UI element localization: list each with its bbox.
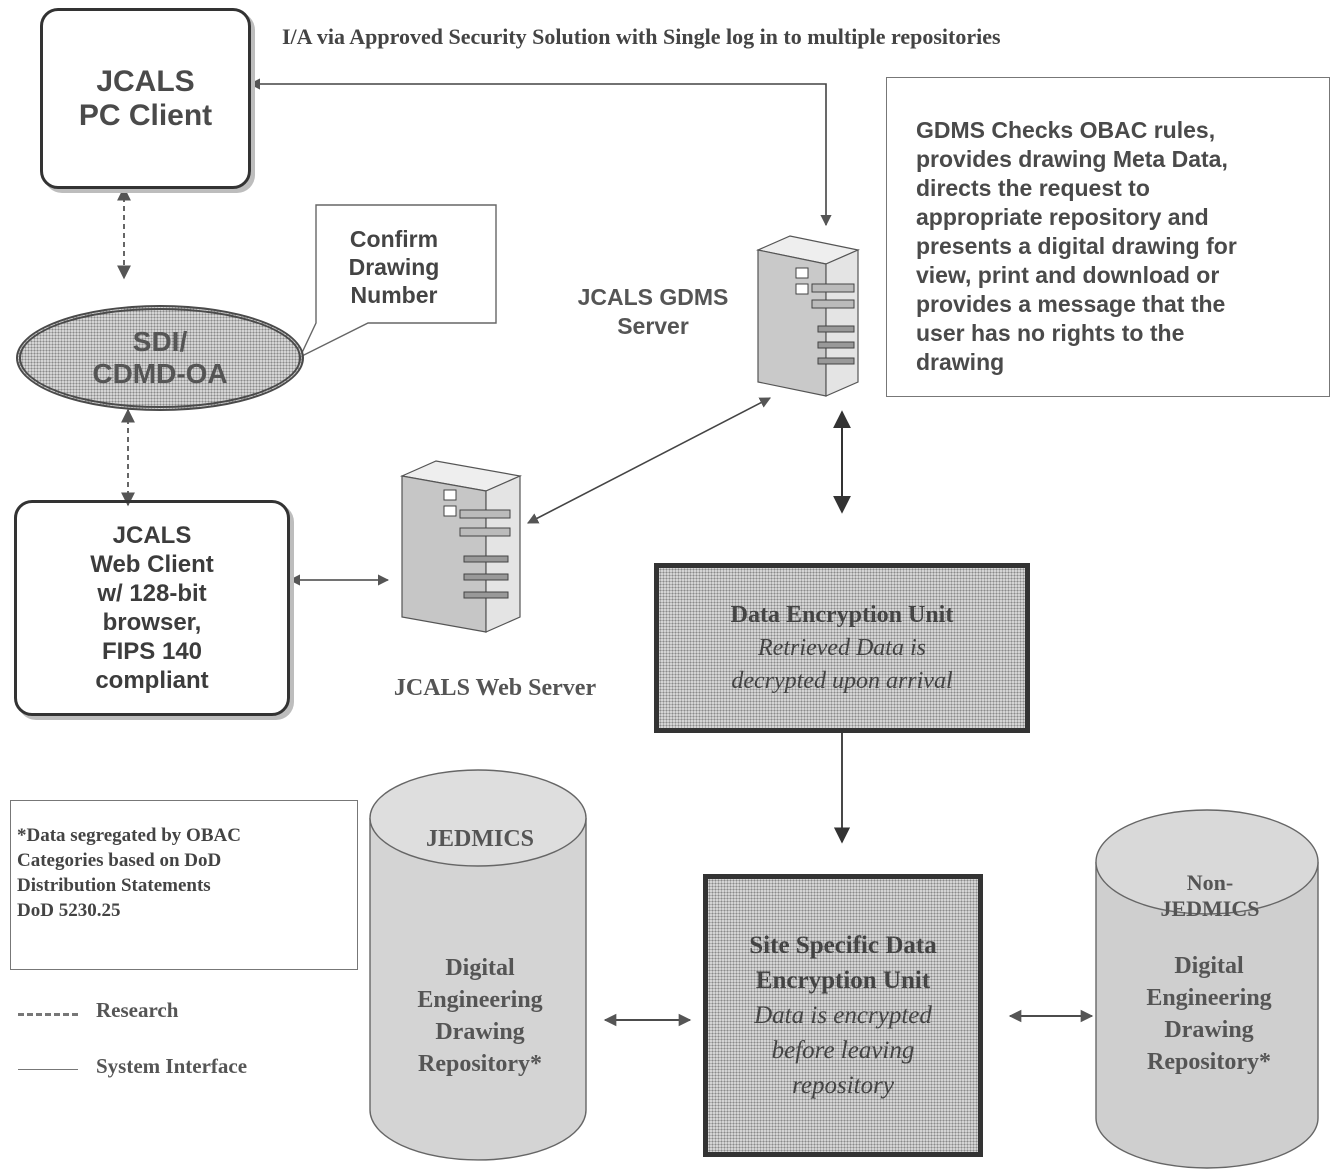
- obac-note: *Data segregated by OBAC Categories base…: [10, 800, 358, 970]
- pc-client-line-2: PC Client: [78, 98, 213, 132]
- jedmics-title: JEDMICS: [425, 826, 534, 852]
- legend-system-row: System Interface: [14, 1054, 334, 1084]
- data-encryption-unit: Data Encryption Unit Retrieved Data is d…: [654, 563, 1030, 733]
- sso-link: [248, 78, 832, 227]
- gdms-server-icon: [756, 235, 860, 397]
- callout-line-1: Confirm: [349, 226, 439, 252]
- callout-line-3: Number: [350, 282, 438, 308]
- obac-note-line-1: *Data segregated by OBAC: [17, 825, 241, 846]
- gdms-note-line-3: directs the request to: [916, 175, 1150, 201]
- callout-text: Confirm Drawing Number: [318, 225, 470, 309]
- web-client-line-6: compliant: [95, 667, 209, 694]
- top-label: I/A via Approved Security Solution with …: [282, 24, 1001, 49]
- non-jedmics-body-line-4: Repository*: [1147, 1049, 1271, 1075]
- gdms-note: GDMS Checks OBAC rules, provides drawing…: [886, 77, 1330, 397]
- non-jedmics-body-line-1: Digital: [1174, 953, 1244, 979]
- sdi-line-1: SDI/: [132, 326, 188, 357]
- non-jedmics-cylinder: [1095, 809, 1319, 1169]
- gdms-server-label-line-2: Server: [617, 313, 689, 339]
- web-client-node: JCALS Web Client w/ 128-bit browser, FIP…: [14, 500, 290, 716]
- jedmics-body-line-4: Repository*: [418, 1051, 542, 1077]
- site-unit-desc-3: repository: [792, 1072, 894, 1099]
- site-encryption-unit: Site Specific Data Encryption Unit Data …: [703, 874, 983, 1157]
- jedmics-body-line-3: Drawing: [435, 1019, 525, 1045]
- gdms-note-line-7: provides a message that the: [916, 291, 1226, 317]
- pc-client-node: JCALS PC Client: [40, 8, 251, 189]
- non-jedmics-title: Non- JEDMICS: [1100, 870, 1320, 922]
- non-jedmics-body-line-2: Engineering: [1146, 985, 1272, 1011]
- site-unit-desc-2: before leaving: [771, 1037, 915, 1064]
- callout-line-2: Drawing: [348, 254, 440, 280]
- gdms-note-line-9: drawing: [916, 349, 1005, 375]
- obac-note-line-4: DoD 5230.25: [17, 900, 121, 921]
- web-server-icon: [399, 460, 523, 633]
- obac-note-line-2: Categories based on DoD: [17, 850, 222, 871]
- site-unit-desc-1: Data is encrypted: [754, 1002, 932, 1029]
- encryption-unit-desc-1: Retrieved Data is: [758, 634, 926, 661]
- non-jedmics-title-line-1: Non-: [1186, 870, 1234, 895]
- gdms-note-line-5: presents a digital drawing for: [916, 233, 1237, 259]
- jedmics-body: Digital Engineering Drawing Repository*: [372, 952, 588, 1080]
- site-unit-title-2: Encryption Unit: [755, 967, 931, 994]
- site-unit-title-1: Site Specific Data: [749, 932, 937, 959]
- sdi-line-2: CDMD-OA: [92, 358, 228, 389]
- web-client-line-5: FIPS 140: [101, 638, 203, 665]
- gdms-note-line-4: appropriate repository and: [916, 204, 1209, 230]
- web-client-line-2: Web Client: [90, 551, 214, 578]
- jedmics-cylinder: [369, 769, 587, 1161]
- gdms-server-label-line-1: JCALS GDMS: [577, 284, 729, 310]
- web-server-label: JCALS Web Server: [393, 675, 597, 701]
- gdms-note-line-1: GDMS Checks OBAC rules,: [916, 117, 1216, 143]
- callout-bubble: [298, 204, 497, 359]
- web-client-line-1: JCALS: [112, 522, 192, 549]
- gdms-note-line-2: provides drawing Meta Data,: [916, 146, 1228, 172]
- web-client-line-3: w/ 128-bit: [97, 580, 207, 607]
- legend-research-swatch: [18, 1013, 78, 1016]
- non-jedmics-title-line-2: JEDMICS: [1160, 896, 1260, 921]
- legend-system-swatch: [18, 1069, 78, 1070]
- non-jedmics-body-line-3: Drawing: [1164, 1017, 1254, 1043]
- legend-research-row: Research: [14, 998, 334, 1028]
- encryption-unit-title: Data Encryption Unit: [730, 601, 954, 628]
- web-gdms-link: [527, 397, 771, 524]
- legend-system-label: System Interface: [96, 1054, 248, 1078]
- jedmics-body-line-2: Engineering: [417, 987, 543, 1013]
- jedmics-body-line-1: Digital: [445, 955, 515, 981]
- pc-client-line-1: JCALS: [96, 64, 195, 98]
- encryption-unit-desc-2: decrypted upon arrival: [731, 667, 953, 694]
- web-client-line-4: browser,: [102, 609, 202, 636]
- non-jedmics-body: Digital Engineering Drawing Repository*: [1098, 950, 1320, 1078]
- legend-research-label: Research: [96, 998, 179, 1022]
- gdms-note-line-8: user has no rights to the: [916, 320, 1185, 346]
- obac-note-line-3: Distribution Statements: [17, 875, 211, 896]
- sdi-node: SDI/ CDMD-OA: [16, 305, 304, 411]
- gdms-note-line-6: view, print and download or: [916, 262, 1220, 288]
- gdms-server-label: JCALS GDMS Server: [558, 283, 748, 341]
